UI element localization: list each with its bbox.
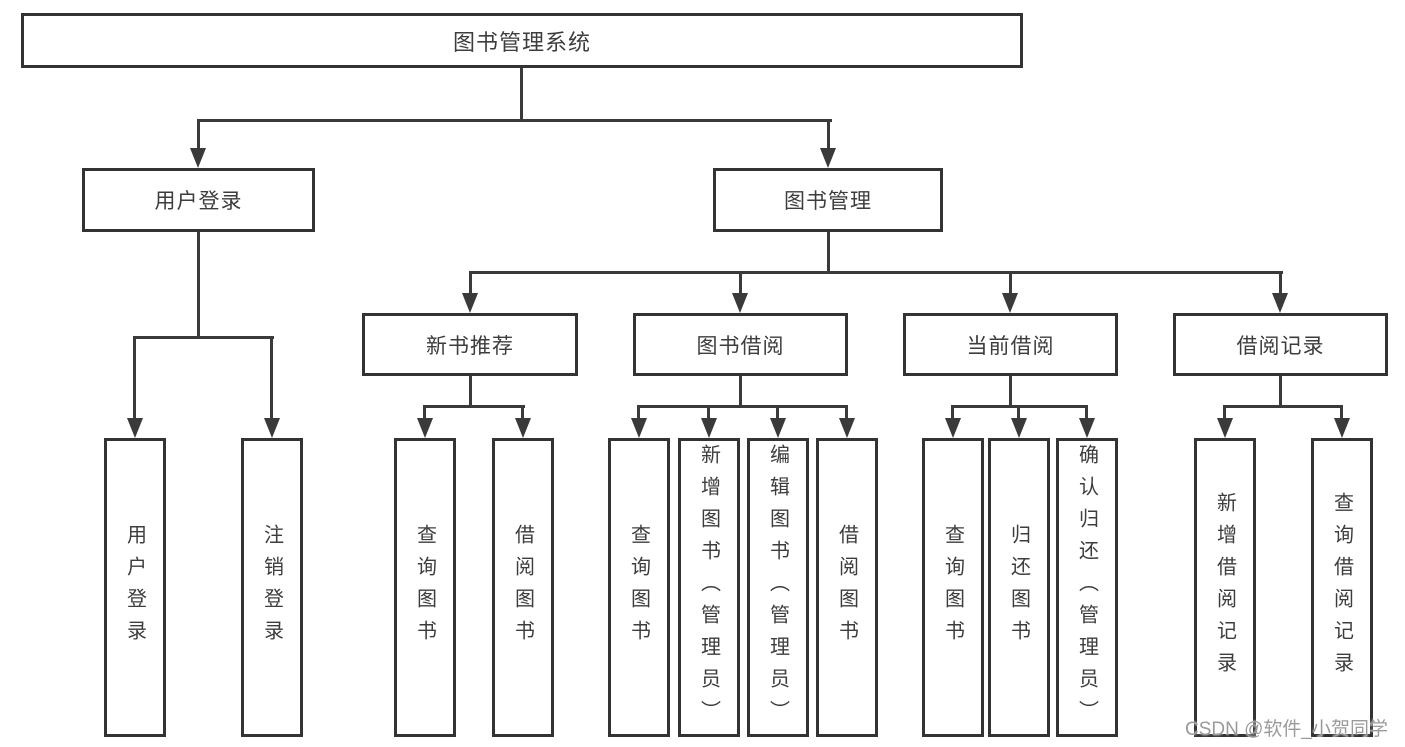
arrow-down-icon [732,293,748,313]
connector-line [469,376,472,407]
leaf-query-books-recommend: 查询图书 [394,438,456,737]
node-label: 确认归还（管理员） [1075,443,1098,732]
leaf-user-login: 用户登录 [104,438,166,737]
node-label: 图书借阅 [696,334,785,358]
arrow-down-icon [820,148,836,168]
connector-line [951,405,1088,408]
arrow-down-icon [1079,418,1095,438]
connector-line [845,407,848,421]
arrow-down-icon [515,418,531,438]
node-label: 借阅记录 [1236,334,1325,358]
leaf-query-books-current: 查询图书 [922,438,984,737]
arrow-down-icon [1272,293,1288,313]
connector-line [1279,273,1282,295]
arrow-down-icon [462,293,478,313]
node-label: 用户登录 [123,523,146,652]
node-borrowing-records: 借阅记录 [1173,313,1388,376]
connector-line [423,405,525,408]
node-label: 当前借阅 [966,334,1055,358]
connector-line [469,273,472,295]
node-current-borrowing: 当前借阅 [903,313,1118,376]
connector-line [739,376,742,407]
node-book-borrowing: 图书借阅 [633,313,848,376]
node-label: 查询借阅记录 [1330,491,1353,684]
arrow-down-icon [945,418,961,438]
connector-line [1279,376,1282,407]
connector-line [133,336,274,339]
leaf-query-books-borrowing: 查询图书 [608,438,670,737]
connector-line [1009,376,1012,407]
node-label: 归还图书 [1007,523,1030,652]
node-new-book-recommendation: 新书推荐 [362,313,578,376]
connector-line [827,232,830,274]
node-label: 新增图书（管理员） [697,443,720,732]
arrow-down-icon [701,418,717,438]
connector-line [1223,407,1226,421]
node-book-management: 图书管理 [713,168,943,232]
node-label: 注销登录 [260,523,283,652]
arrow-down-icon [1002,293,1018,313]
arrow-down-icon [264,418,280,438]
node-label: 借阅图书 [835,523,858,652]
arrow-down-icon [631,418,647,438]
arrow-down-icon [127,418,143,438]
connector-line [520,68,523,121]
connector-line [133,338,136,420]
leaf-confirm-return-admin: 确认归还（管理员） [1056,438,1118,737]
connector-line [739,273,742,295]
arrow-down-icon [770,418,786,438]
arrow-down-icon [1217,418,1233,438]
connector-line [707,407,710,421]
node-library-management-system: 图书管理系统 [21,13,1023,68]
arrow-down-icon [417,418,433,438]
leaf-add-books-admin: 新增图书（管理员） [678,438,740,737]
node-label: 查询图书 [627,523,650,652]
connector-line [637,407,640,421]
node-label: 新增借阅记录 [1213,491,1236,684]
leaf-edit-books-admin: 编辑图书（管理员） [747,438,809,737]
connector-line [197,119,832,122]
node-label: 查询图书 [413,523,436,652]
node-label: 编辑图书（管理员） [766,443,789,732]
connector-line [951,407,954,421]
arrow-down-icon [1334,418,1350,438]
leaf-borrow-books-recommend: 借阅图书 [492,438,554,737]
node-label: 图书管理 [784,190,872,213]
node-user-login: 用户登录 [82,168,315,232]
connector-line [827,121,830,151]
arrow-down-icon [190,148,206,168]
leaf-return-books: 归还图书 [988,438,1050,737]
arrow-down-icon [839,418,855,438]
connector-line [1017,407,1020,421]
connector-line [1223,405,1343,408]
node-label: 图书管理系统 [452,29,591,55]
node-label: 查询图书 [941,523,964,652]
watermark: CSDN @软件_小贺同学 [1185,719,1388,740]
connector-line [776,407,779,421]
arrow-down-icon [1011,418,1027,438]
leaf-add-borrow-record: 新增借阅记录 [1194,438,1256,737]
connector-line [637,405,848,408]
connector-line [469,271,1283,274]
connector-line [197,121,200,151]
leaf-borrow-books: 借阅图书 [816,438,878,737]
node-label: 用户登录 [154,190,243,213]
connector-line [197,232,200,339]
node-label: 借阅图书 [511,523,534,652]
node-label: 新书推荐 [426,334,514,358]
leaf-query-borrow-record: 查询借阅记录 [1311,438,1373,737]
connector-line [1009,273,1012,295]
connector-line [1340,407,1343,421]
connector-line [423,407,426,421]
connector-line [521,407,524,421]
connector-line [1085,407,1088,421]
leaf-logout: 注销登录 [241,438,303,737]
connector-line [270,338,273,420]
